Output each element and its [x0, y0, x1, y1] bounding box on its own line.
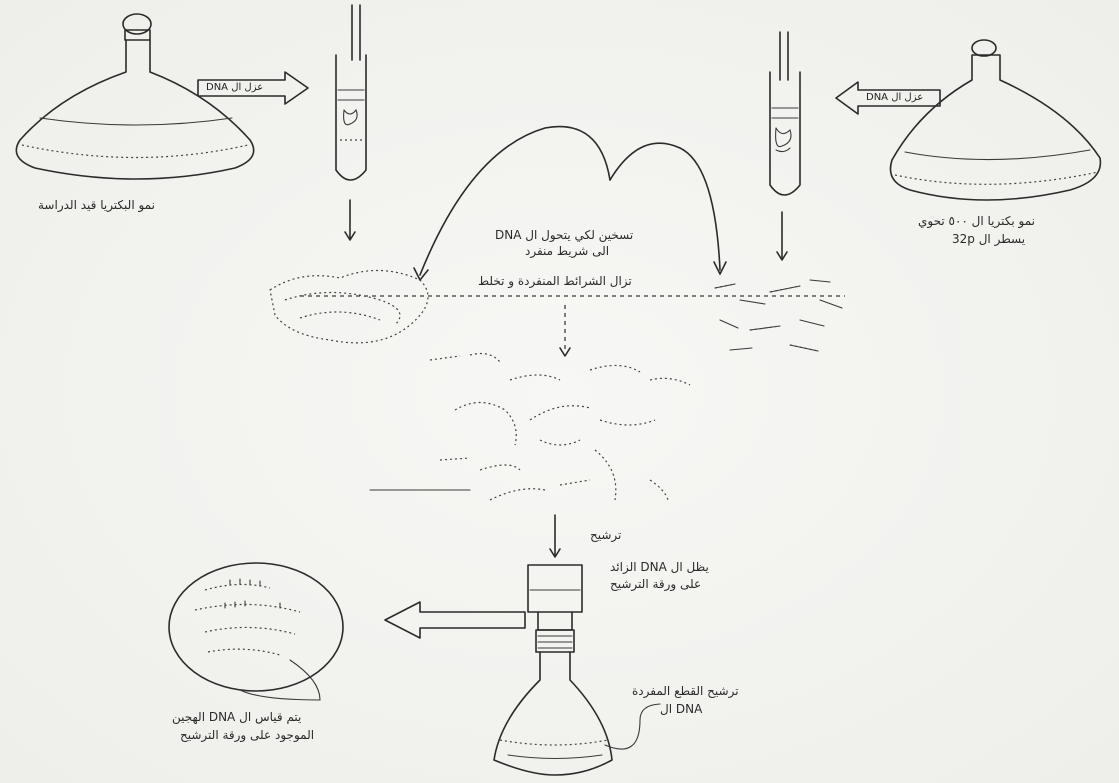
right-test-tube	[770, 32, 800, 260]
label-arrow-right: عزل ال DNA	[866, 92, 923, 103]
mixed-fragments	[430, 354, 690, 500]
right-dna-fragments	[715, 280, 842, 351]
label-result-2: الموجود على ورقة الترشيح	[180, 728, 314, 743]
left-test-tube	[336, 5, 366, 240]
result-arrow	[385, 602, 525, 638]
label-mix: تزال الشرائط المنفردة و تخلط	[478, 274, 632, 289]
label-filter: ترشيح	[590, 528, 621, 543]
label-flask-left: نمو البكتريا قيد الدراسة	[38, 198, 155, 213]
left-dna-coil	[270, 270, 428, 342]
label-bound-1: يظل ال DNA الزائد	[610, 560, 709, 575]
label-result-1: يتم قياس ال DNA الهجين	[172, 710, 301, 725]
right-flask	[890, 40, 1100, 200]
label-arrow-left: عزل ال DNA	[206, 82, 263, 93]
label-filter-flask-2: DNA ال	[660, 702, 702, 717]
label-filter-flask-1: ترشيح القطع المفردة	[632, 684, 739, 699]
filter-paper-circle	[169, 563, 343, 700]
filter-flask	[494, 565, 660, 775]
label-heating-2: الى شريط منفرد	[525, 244, 609, 259]
label-flask-right-1: نمو بكتريا ال ٥٠٠ تحوي	[918, 214, 1035, 229]
label-flask-right-2: يسطر ال 32p	[952, 232, 1025, 247]
label-heating-1: تسخين لكي يتحول ال DNA	[495, 228, 633, 243]
label-bound-2: على ورقة الترشيح	[610, 577, 701, 592]
